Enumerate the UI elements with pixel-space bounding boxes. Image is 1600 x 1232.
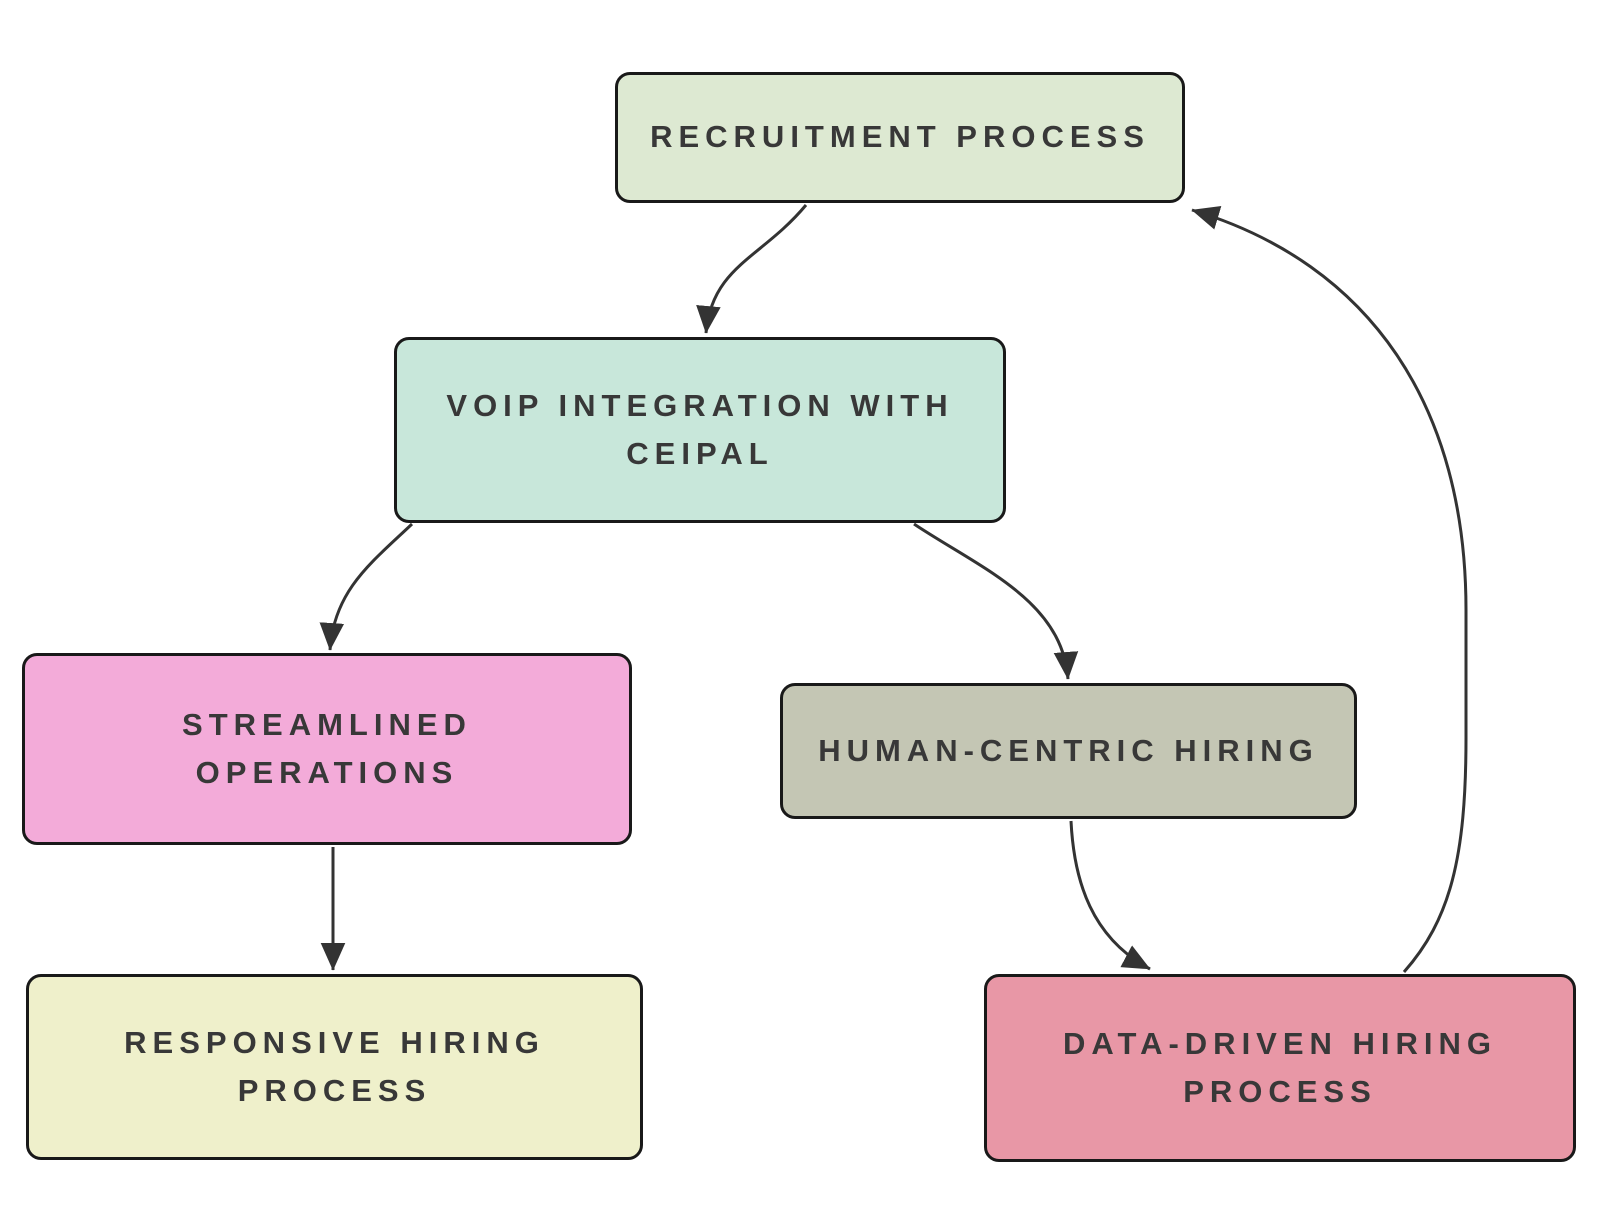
node-recruitment-process: RECRUITMENT PROCESS	[615, 72, 1185, 203]
node-data-driven-hiring-process: DATA-DRIVEN HIRING PROCESS	[984, 974, 1576, 1162]
edge-voip-to-human-centric	[913, 522, 1079, 680]
edge-voip-to-streamlined	[319, 522, 414, 651]
node-label-line: DATA-DRIVEN HIRING	[1062, 1025, 1498, 1061]
node-label-line: HUMAN-CENTRIC HIRING	[818, 732, 1319, 768]
node-label-line: CEIPAL	[626, 436, 774, 471]
node-label-line: VOIP INTEGRATION WITH	[446, 387, 954, 423]
edge-human-centric-to-data-driven	[1069, 820, 1151, 971]
edge-data-driven-to-recruitment	[1191, 205, 1468, 973]
node-label-line: PROCESS	[1183, 1074, 1377, 1109]
node-label-line: RESPONSIVE HIRING	[124, 1024, 545, 1060]
node-label-line: OPERATIONS	[195, 755, 459, 790]
node-label-line: RECRUITMENT PROCESS	[650, 119, 1150, 155]
node-human-centric-hiring: HUMAN-CENTRIC HIRING	[780, 683, 1357, 819]
node-voip-integration-with-ceipal: VOIP INTEGRATION WITH CEIPAL	[394, 337, 1006, 523]
node-label-line: PROCESS	[237, 1073, 432, 1108]
edge-recruitment-to-voip	[696, 204, 808, 334]
node-label-line: STREAMLINED	[182, 706, 472, 742]
node-responsive-hiring-process: RESPONSIVE HIRING PROCESS	[26, 974, 643, 1160]
node-streamlined-operations: STREAMLINED OPERATIONS	[22, 653, 632, 845]
